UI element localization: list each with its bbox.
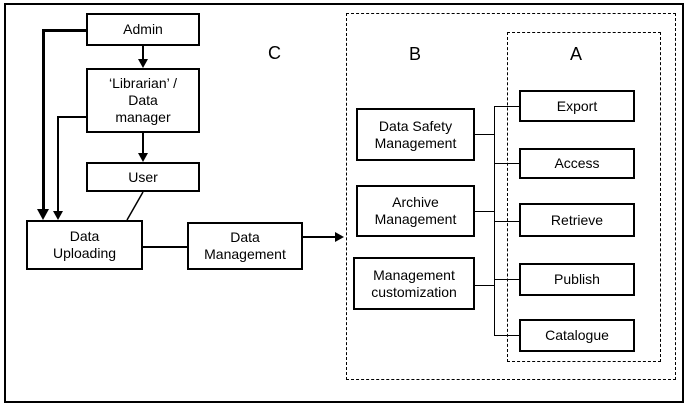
edge-admin-to-librarian [142,46,144,61]
edge-librarian-to-uploading-horizontal [57,116,86,118]
arrowhead-management-to-region-c [335,232,344,242]
node-catalogue: Catalogue [519,319,635,352]
outer-frame [4,3,684,403]
edge-management-to-region-c [303,236,336,238]
edge-uploading-to-management [143,246,187,248]
edge-customization-to-spine [475,285,494,286]
region-c-label: C [268,43,281,63]
edge-spine-to-export [494,106,519,107]
edge-spine-to-retrieve [494,221,519,222]
node-librarian-data-manager: ‘Librarian’ / Data manager [86,68,200,133]
arrowhead-librarian-to-user [138,153,148,162]
node-admin: Admin [86,13,200,46]
node-user: User [86,162,200,192]
region-b-label: B [409,44,422,64]
edge-librarian-to-uploading-vertical [57,116,59,212]
node-export: Export [519,90,635,122]
node-data-uploading: Data Uploading [26,220,143,270]
edge-archive-to-spine [475,211,494,212]
edge-admin-to-uploading-horizontal [42,29,86,32]
node-access: Access [519,148,635,179]
edge-admin-to-uploading-vertical [42,29,45,210]
region-c-dashed-box [346,13,676,380]
node-management-customization: Management customization [353,257,475,310]
node-data-safety-management: Data Safety Management [356,108,475,161]
region-a-dashed-box [507,32,661,362]
edge-spine-to-publish [494,279,519,280]
edge-user-to-uploading-diagonal [126,191,144,221]
node-publish: Publish [519,263,635,296]
edge-librarian-to-user [142,133,144,154]
node-retrieve: Retrieve [519,203,635,237]
region-a-label: A [570,44,583,64]
edge-data-safety-to-spine [475,134,494,135]
arrowhead-admin-to-uploading [37,209,49,220]
arrowhead-admin-to-librarian [138,59,148,68]
edge-spine-to-access [494,163,519,164]
edge-spine-to-catalogue [494,335,519,336]
node-archive-management: Archive Management [356,185,475,237]
arrowhead-librarian-to-uploading [53,211,63,220]
node-data-management: Data Management [187,222,303,270]
